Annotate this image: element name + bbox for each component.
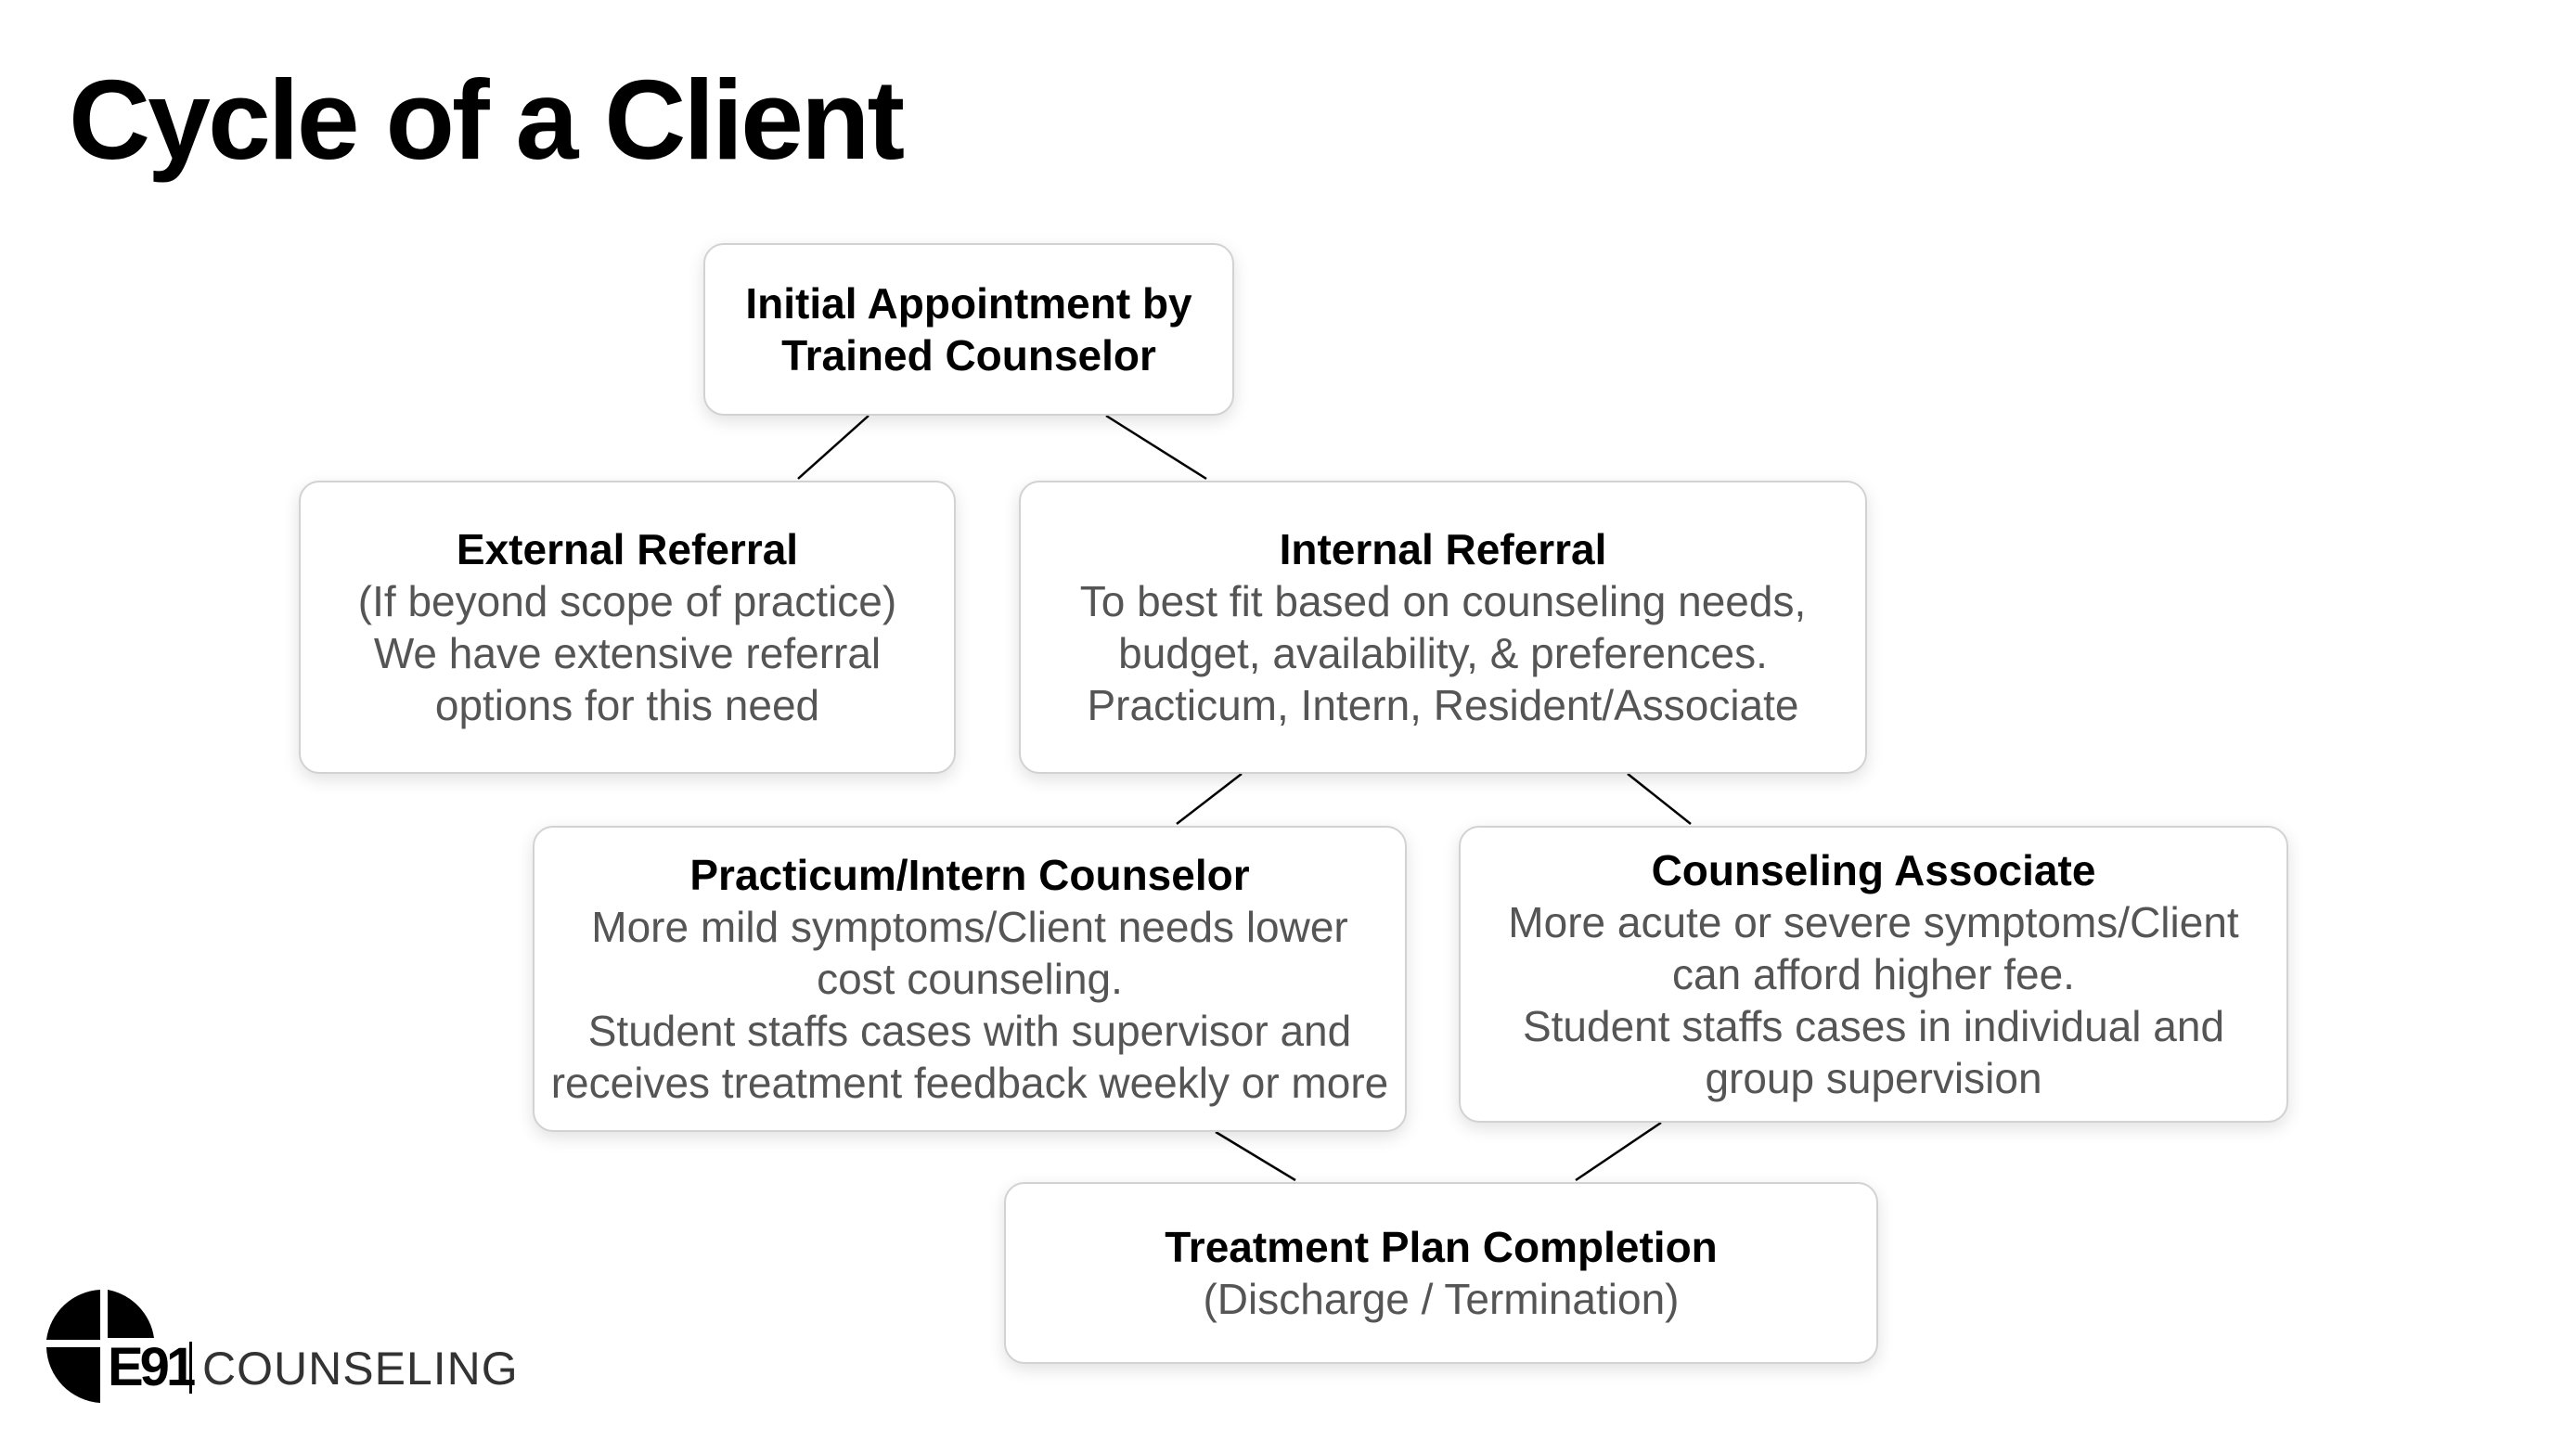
node-treatment-plan-completion: Treatment Plan Completion (Discharge / T…	[1004, 1182, 1878, 1364]
node-associate-heading: Counseling Associate	[1651, 846, 2096, 894]
node-practicum-line-4: receives treatment feedback weekly or mo…	[550, 1059, 1389, 1107]
node-practicum-line-1: More mild symptoms/Client needs lower	[591, 903, 1348, 951]
node-completion-heading: Treatment Plan Completion	[1165, 1223, 1718, 1271]
node-external-line-3: options for this need	[434, 681, 820, 729]
edge-internal-associate	[1627, 773, 1692, 825]
node-internal-line-3: Practicum, Intern, Resident/Associate	[1087, 681, 1799, 729]
logo-mark-text: E91	[108, 1338, 196, 1397]
logo-mark-icon	[46, 1290, 154, 1403]
node-associate-line-1: More acute or severe symptoms/Client	[1508, 898, 2239, 946]
node-initial-appointment: Initial Appointment by Trained Counselor	[703, 243, 1234, 416]
node-associate-line-2: can afford higher fee.	[1672, 950, 2075, 998]
node-internal-referral: Internal Referral To best fit based on c…	[1019, 481, 1867, 774]
node-associate-line-3: Student staffs cases in individual and	[1522, 1002, 2225, 1050]
node-external-line-2: We have extensive referral	[373, 629, 882, 677]
node-initial-line-1: Initial Appointment by	[745, 279, 1192, 328]
edge-associate-completion	[1575, 1121, 1662, 1182]
brand-logo: E91 COUNSELING	[43, 1284, 525, 1407]
node-practicum-line-3: Student staffs cases with supervisor and	[587, 1007, 1352, 1055]
edge-initial-internal	[1105, 414, 1207, 481]
edge-initial-external	[797, 415, 869, 480]
node-external-line-1: (If beyond scope of practice)	[357, 577, 897, 625]
logo-divider	[189, 1342, 192, 1394]
edge-internal-practicum	[1176, 773, 1243, 825]
logo-wordmark: COUNSELING	[202, 1343, 519, 1395]
node-practicum-heading: Practicum/Intern Counselor	[689, 851, 1250, 899]
edge-practicum-completion	[1215, 1130, 1296, 1182]
node-internal-line-2: budget, availability, & preferences.	[1118, 629, 1768, 677]
node-external-heading: External Referral	[456, 525, 799, 573]
node-internal-heading: Internal Referral	[1279, 525, 1607, 573]
node-internal-line-1: To best fit based on counseling needs,	[1079, 577, 1807, 625]
node-practicum-intern-counselor: Practicum/Intern Counselor More mild sym…	[533, 826, 1407, 1132]
node-associate-line-4: group supervision	[1705, 1054, 2042, 1102]
node-practicum-line-2: cost counseling.	[817, 955, 1123, 1003]
node-initial-line-2: Trained Counselor	[781, 331, 1156, 379]
node-counseling-associate: Counseling Associate More acute or sever…	[1459, 826, 2288, 1123]
page-title: Cycle of a Client	[69, 57, 905, 183]
node-completion-line-1: (Discharge / Termination)	[1203, 1275, 1680, 1323]
node-external-referral: External Referral (If beyond scope of pr…	[299, 481, 956, 774]
